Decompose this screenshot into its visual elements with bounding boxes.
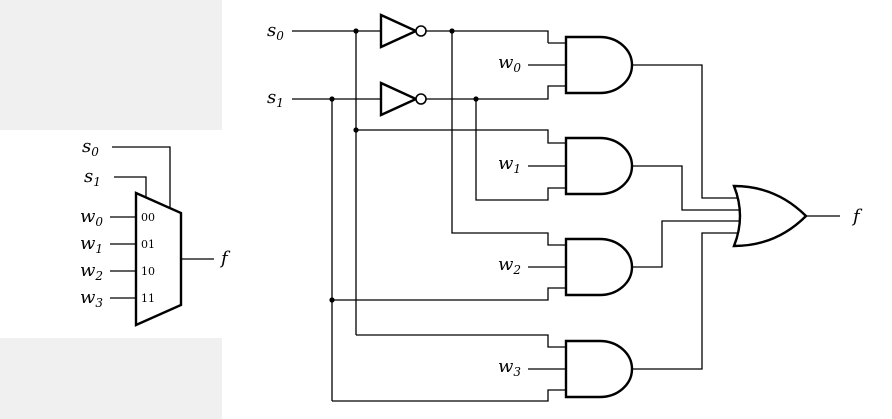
mux-s1-wire [114, 176, 147, 198]
mux-s0-wire [112, 146, 171, 207]
mux-w2-label: w2 [80, 260, 103, 283]
junction-s1-and2 [329, 297, 335, 303]
mux-w0-label: w0 [80, 206, 103, 229]
mux-w3-label: w3 [80, 287, 103, 310]
s0-to-and3 [356, 334, 566, 348]
s0-to-and1 [356, 129, 566, 144]
inverter-s1 [379, 81, 419, 117]
mux-s1-label: s1 [84, 166, 101, 189]
and0-to-or [632, 64, 740, 199]
and3-to-or [632, 232, 740, 370]
mux-pin-01: 01 [141, 238, 155, 251]
and2-to-or [632, 220, 744, 268]
and-gate-0 [564, 35, 634, 95]
circuit-w1-label: w1 [498, 153, 521, 176]
circuit-s0-label: s0 [267, 20, 284, 43]
mux-pin-11: 11 [141, 292, 155, 305]
circuit-output-label: f [851, 206, 863, 227]
and-gate-1 [564, 136, 634, 196]
s0-bar-trunk [451, 31, 566, 246]
s1-bar-trunk [475, 99, 566, 201]
mux-trapezoid [134, 191, 183, 327]
left-gray-panel-bottom [0, 338, 222, 419]
circuit-s1-label: s1 [267, 87, 284, 110]
inverter-s0 [379, 13, 419, 49]
and-gate-3 [564, 339, 634, 399]
mux-output-label: f [219, 248, 231, 269]
mux-s0-label: s0 [82, 136, 99, 159]
gate-circuit: s0 s1 [267, 13, 863, 402]
s1-to-and3 [332, 389, 566, 402]
inverter-s1-bubble [415, 93, 427, 105]
s0-bar-to-and0 [426, 30, 549, 43]
junction-s1-bar [473, 96, 479, 102]
mux-pin-10: 10 [141, 265, 155, 278]
junction-s0-true [353, 28, 359, 34]
mux-pin-00: 00 [141, 211, 155, 224]
junction-s0-and1 [353, 127, 359, 133]
junction-s1-true [329, 96, 335, 102]
mux-symbol: s0 s1 w0 w1 w2 w3 00 01 10 11 f [80, 136, 231, 327]
mux-w1-label: w1 [80, 233, 103, 256]
inverter-s0-bubble [415, 25, 427, 37]
left-gray-panel-top [0, 0, 222, 130]
circuit-w0-label: w0 [498, 52, 521, 75]
circuit-w2-label: w2 [498, 254, 521, 277]
or-gate [732, 184, 808, 248]
s1-bar-to-and0 [426, 85, 566, 100]
and1-to-or [632, 165, 744, 211]
s1-to-and2 [332, 287, 566, 301]
junction-s0-bar [449, 28, 455, 34]
and-gate-2 [564, 237, 634, 297]
circuit-w3-label: w3 [498, 356, 521, 379]
